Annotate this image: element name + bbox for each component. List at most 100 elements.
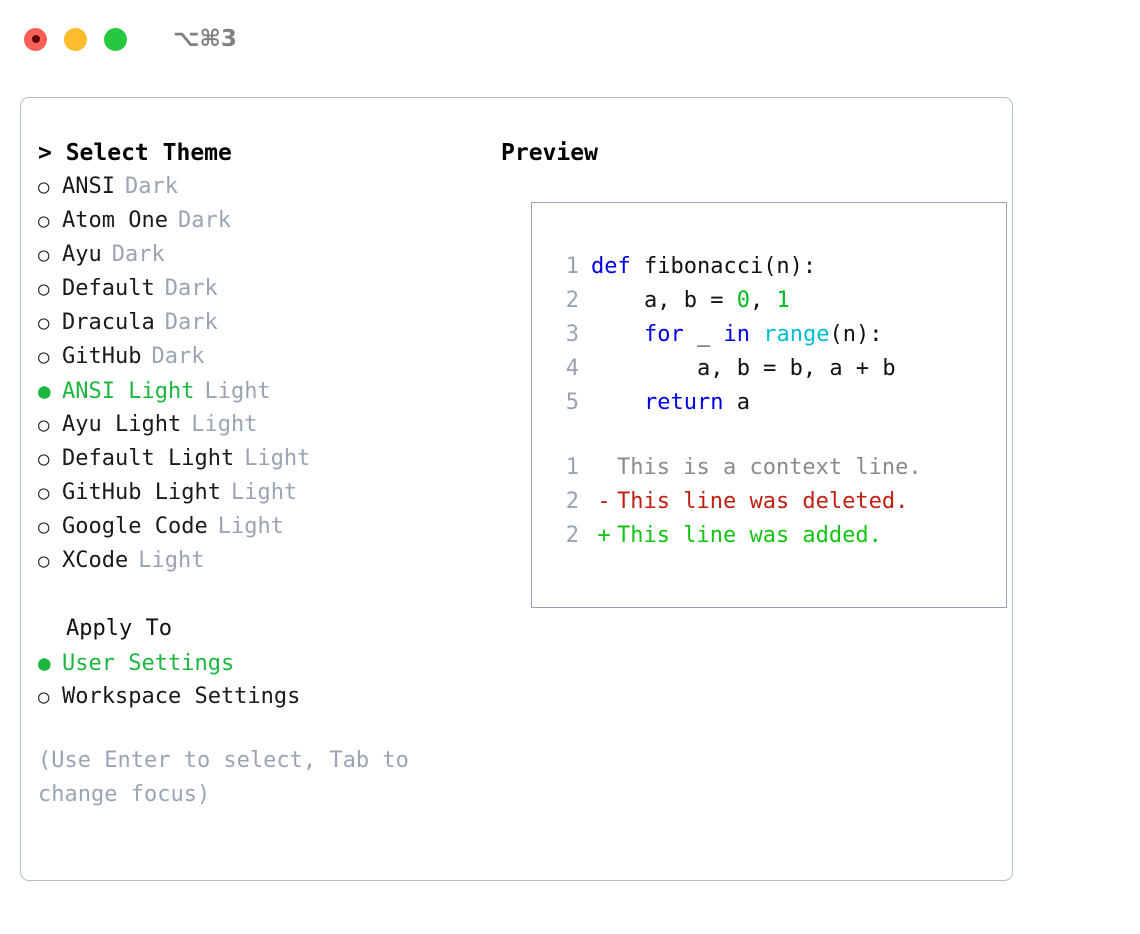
code-token: in	[723, 322, 750, 347]
theme-option-label: GitHub Light	[62, 480, 221, 505]
code-line-number: 1	[565, 254, 579, 279]
radio-unselected-icon[interactable]: ○	[38, 448, 50, 470]
code-token: def	[591, 254, 644, 279]
apply-to-option-label: User Settings	[62, 651, 235, 676]
diff-marker	[591, 451, 617, 485]
radio-unselected-icon[interactable]: ○	[38, 414, 50, 436]
select-theme-heading: > Select Theme	[38, 140, 232, 166]
theme-variant-tag: Dark	[124, 174, 178, 199]
radio-unselected-icon[interactable]: ○	[38, 244, 50, 266]
code-token	[591, 390, 644, 415]
diff-line: 2 +This line was added.	[553, 519, 993, 553]
apply-to-option-label: Workspace Settings	[62, 684, 301, 709]
close-window-button[interactable]	[24, 27, 47, 51]
code-token: ,	[749, 288, 777, 313]
radio-unselected-icon[interactable]: ○	[38, 176, 50, 198]
radio-unselected-icon[interactable]: ○	[38, 312, 50, 334]
title-bar: ⌥⌘3	[0, 0, 1140, 78]
diff-line-text: This is a context line.	[617, 455, 922, 480]
code-line-number: 5	[565, 390, 579, 415]
theme-variant-tag: Light	[230, 480, 298, 505]
theme-option-row[interactable]: ○ Atom One Dark	[38, 204, 488, 238]
theme-option-label: Google Code	[62, 514, 208, 539]
theme-variant-tag: Dark	[177, 208, 231, 233]
code-line-text: def fibonacci(n):	[591, 250, 816, 284]
code-token: return	[643, 390, 724, 415]
theme-option-row[interactable]: ○ XCode Light	[38, 544, 488, 578]
code-token	[591, 322, 644, 347]
diff-line-number: 2	[565, 489, 579, 514]
theme-variant-tag: Light	[244, 446, 311, 471]
radio-unselected-icon[interactable]: ○	[38, 346, 50, 368]
theme-variant-tag: Light	[217, 514, 284, 539]
theme-option-row[interactable]: ○ GitHub Light Light	[38, 476, 488, 510]
theme-variant-tag: Light	[204, 379, 271, 404]
theme-option-label: Ayu Light	[62, 412, 182, 437]
radio-unselected-icon[interactable]: ○	[38, 550, 50, 572]
diff-line-number: 1	[565, 455, 579, 480]
theme-option-label: Dracula	[62, 310, 155, 335]
theme-option-label: ANSI Light	[62, 379, 195, 404]
list-spacer	[38, 578, 488, 612]
code-line-number: 3	[565, 322, 579, 347]
theme-option-row[interactable]: ● ANSI Light Light	[38, 374, 488, 408]
apply-to-heading: Apply To	[66, 616, 172, 641]
theme-variant-tag: Light	[138, 548, 205, 573]
radio-unselected-icon[interactable]: ○	[38, 516, 50, 538]
theme-option-row[interactable]: ○ Ayu Dark	[38, 238, 488, 272]
diff-line: 1 This is a context line.	[553, 451, 993, 485]
theme-option-row[interactable]: ○ Dracula Dark	[38, 306, 488, 340]
code-line: 3 for _ in range(n):	[553, 318, 993, 352]
keyboard-hint-text: (Use Enter to select, Tab to change focu…	[38, 748, 423, 807]
theme-variant-tag: Dark	[111, 242, 165, 267]
apply-to-list: ● User Settings ○ Workspace Settings	[38, 646, 488, 714]
apply-to-option-row[interactable]: ○ Workspace Settings	[38, 680, 488, 714]
diff-marker: +	[597, 523, 611, 548]
diff-line-text: This line was added.	[617, 523, 882, 548]
code-line: 5 return a	[553, 386, 993, 420]
code-token: 0	[736, 288, 750, 313]
theme-option-label: XCode	[62, 548, 129, 573]
diff-sample: 1 This is a context line.2-This line was…	[553, 451, 993, 553]
keyboard-shortcut-label: ⌥⌘3	[173, 26, 237, 52]
diff-line-number: 2	[565, 523, 579, 548]
radio-unselected-icon[interactable]: ○	[38, 482, 50, 504]
minimize-window-button[interactable]	[64, 27, 87, 51]
theme-variant-tag: Dark	[164, 310, 218, 335]
apply-to-option-row[interactable]: ● User Settings	[38, 646, 488, 680]
traffic-light-group	[24, 27, 127, 51]
theme-variant-tag: Dark	[164, 276, 218, 301]
code-line: 4 a, b = b, a + b	[553, 352, 993, 386]
code-token: (n):	[829, 322, 883, 347]
theme-option-row[interactable]: ○ Default Dark	[38, 272, 488, 306]
theme-option-row[interactable]: ○ Google Code Light	[38, 510, 488, 544]
recording-indicator-icon	[31, 35, 40, 43]
radio-selected-icon[interactable]: ●	[38, 379, 51, 403]
theme-option-label: Default	[62, 276, 155, 301]
maximize-window-button[interactable]	[104, 27, 127, 51]
radio-selected-icon[interactable]: ●	[38, 651, 51, 675]
code-line-number: 2	[565, 288, 579, 313]
code-token	[750, 322, 763, 347]
radio-unselected-icon[interactable]: ○	[38, 278, 50, 300]
radio-unselected-icon[interactable]: ○	[38, 210, 50, 232]
theme-option-label: GitHub	[62, 344, 142, 369]
theme-option-label: Atom One	[62, 208, 168, 233]
code-token: range	[763, 322, 830, 347]
radio-unselected-icon[interactable]: ○	[38, 686, 50, 708]
code-token: a, b =	[591, 288, 737, 313]
code-token: a	[723, 390, 750, 415]
diff-line-text: This line was deleted.	[617, 489, 909, 514]
code-token: fibonacci(n):	[643, 254, 817, 279]
theme-option-label: Ayu	[62, 242, 102, 267]
